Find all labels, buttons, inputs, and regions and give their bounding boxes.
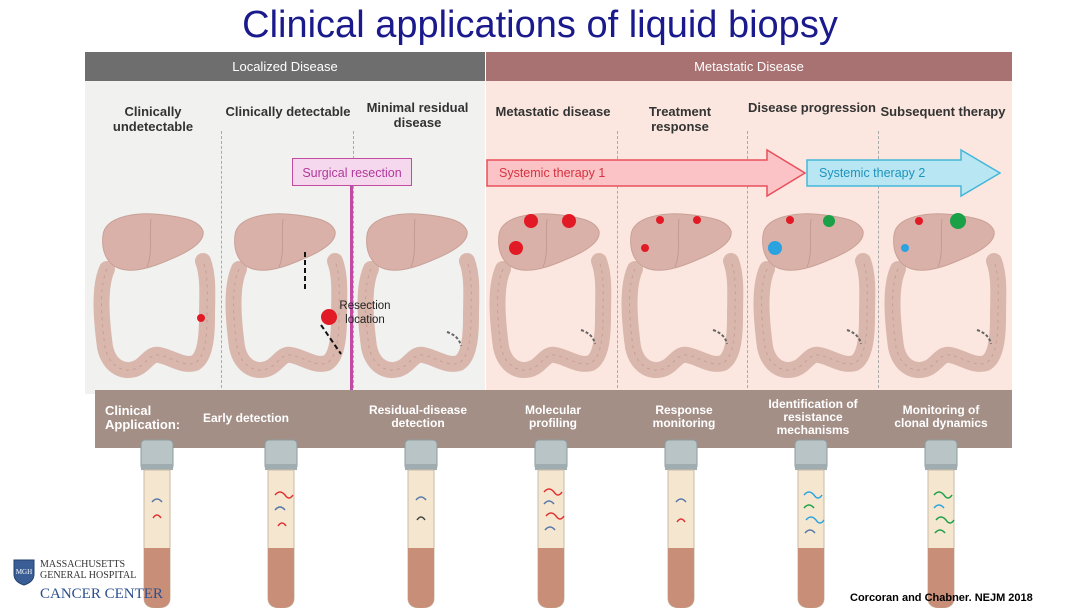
blood-tube [794, 439, 828, 608]
primary-tumor [321, 309, 337, 325]
clinical-application-bar [95, 390, 1012, 448]
column-header-treatment-response: Treatment response [648, 104, 712, 134]
mgh-name: MASSACHUSETTS GENERAL HOSPITAL [40, 559, 136, 581]
column-divider [878, 131, 879, 393]
resection-location-label: Resection location [339, 300, 391, 326]
blood-tube [404, 439, 438, 608]
systemic-therapy-1-label: Systemic therapy 1 [499, 166, 606, 180]
systemic-therapy-1-arrow [486, 148, 807, 198]
resistant-clone-blue [901, 244, 909, 252]
cancer-center-name: CANCER CENTER [40, 586, 163, 602]
resistant-clone-green [823, 215, 835, 227]
diagram-panel: Localized Disease Metastatic Disease Cli… [85, 52, 1012, 448]
column-header-subsequent-therapy: Subsequent therapy [880, 104, 1006, 119]
blood-tube [140, 439, 174, 608]
surgical-resection-label: Surgical resection [292, 158, 412, 186]
application-response-monitoring: Response monitoring [652, 403, 716, 430]
blood-tube [264, 439, 298, 608]
blood-tubes [140, 439, 958, 608]
column-header-minimal-residual-disease: Minimal residual disease [366, 100, 469, 130]
column-divider [353, 131, 354, 393]
column-header-clinically-undetectable: Clinically undetectable [112, 104, 194, 134]
primary-tumor-small [197, 314, 205, 322]
mgh-name-line2: GENERAL HOSPITAL [40, 570, 137, 581]
metastasis [509, 241, 523, 255]
application-molecular-profiling: Molecular profiling [524, 403, 581, 430]
metastasis [562, 214, 576, 228]
column-divider [221, 131, 222, 393]
column-divider [617, 131, 618, 393]
blood-tube [924, 439, 958, 608]
column-divider [747, 131, 748, 393]
metastasis [786, 216, 794, 224]
application-residual-disease-detection: Residual-disease detection [368, 403, 468, 430]
column-header-clinically-detectable: Clinically detectable [225, 104, 351, 119]
application-early-detection: Early detection [202, 411, 290, 425]
systemic-therapy-2-label: Systemic therapy 2 [819, 166, 926, 180]
resistant-clone-green [950, 213, 966, 229]
resistant-clone-blue [768, 241, 782, 255]
metastatic-disease-band: Metastatic Disease [486, 52, 1012, 81]
localized-disease-band: Localized Disease [85, 52, 485, 81]
citation-credit: Corcoran and Chabner. NEJM 2018 [850, 592, 1033, 604]
column-header-metastatic-disease: Metastatic disease [495, 104, 611, 119]
systemic-therapy-2-arrow [806, 148, 1002, 198]
metastasis-shrunk [641, 244, 649, 252]
clinical-application-label: Clinical Application: [105, 403, 181, 432]
metastasis-shrunk [656, 216, 664, 224]
mgh-name-line1: MASSACHUSETTS [40, 559, 126, 570]
mgh-shield-logo: MGH [13, 559, 35, 586]
application-clonal-dynamics: Monitoring of clonal dynamics [894, 403, 988, 430]
metastasis [524, 214, 538, 228]
column-header-disease-progression: Disease progression [748, 100, 876, 115]
organ-illustrations [85, 148, 1012, 448]
application-resistance-mechanisms: Identification of resistance mechanisms [768, 397, 858, 437]
slide-title: Clinical applications of liquid biopsy [242, 4, 838, 46]
blood-tube [664, 439, 698, 608]
surgical-resection-line [350, 186, 353, 390]
metastasis [915, 217, 923, 225]
metastasis-shrunk [693, 216, 701, 224]
mgh-seal-text: MGH [16, 568, 32, 576]
blood-tube [534, 439, 568, 608]
